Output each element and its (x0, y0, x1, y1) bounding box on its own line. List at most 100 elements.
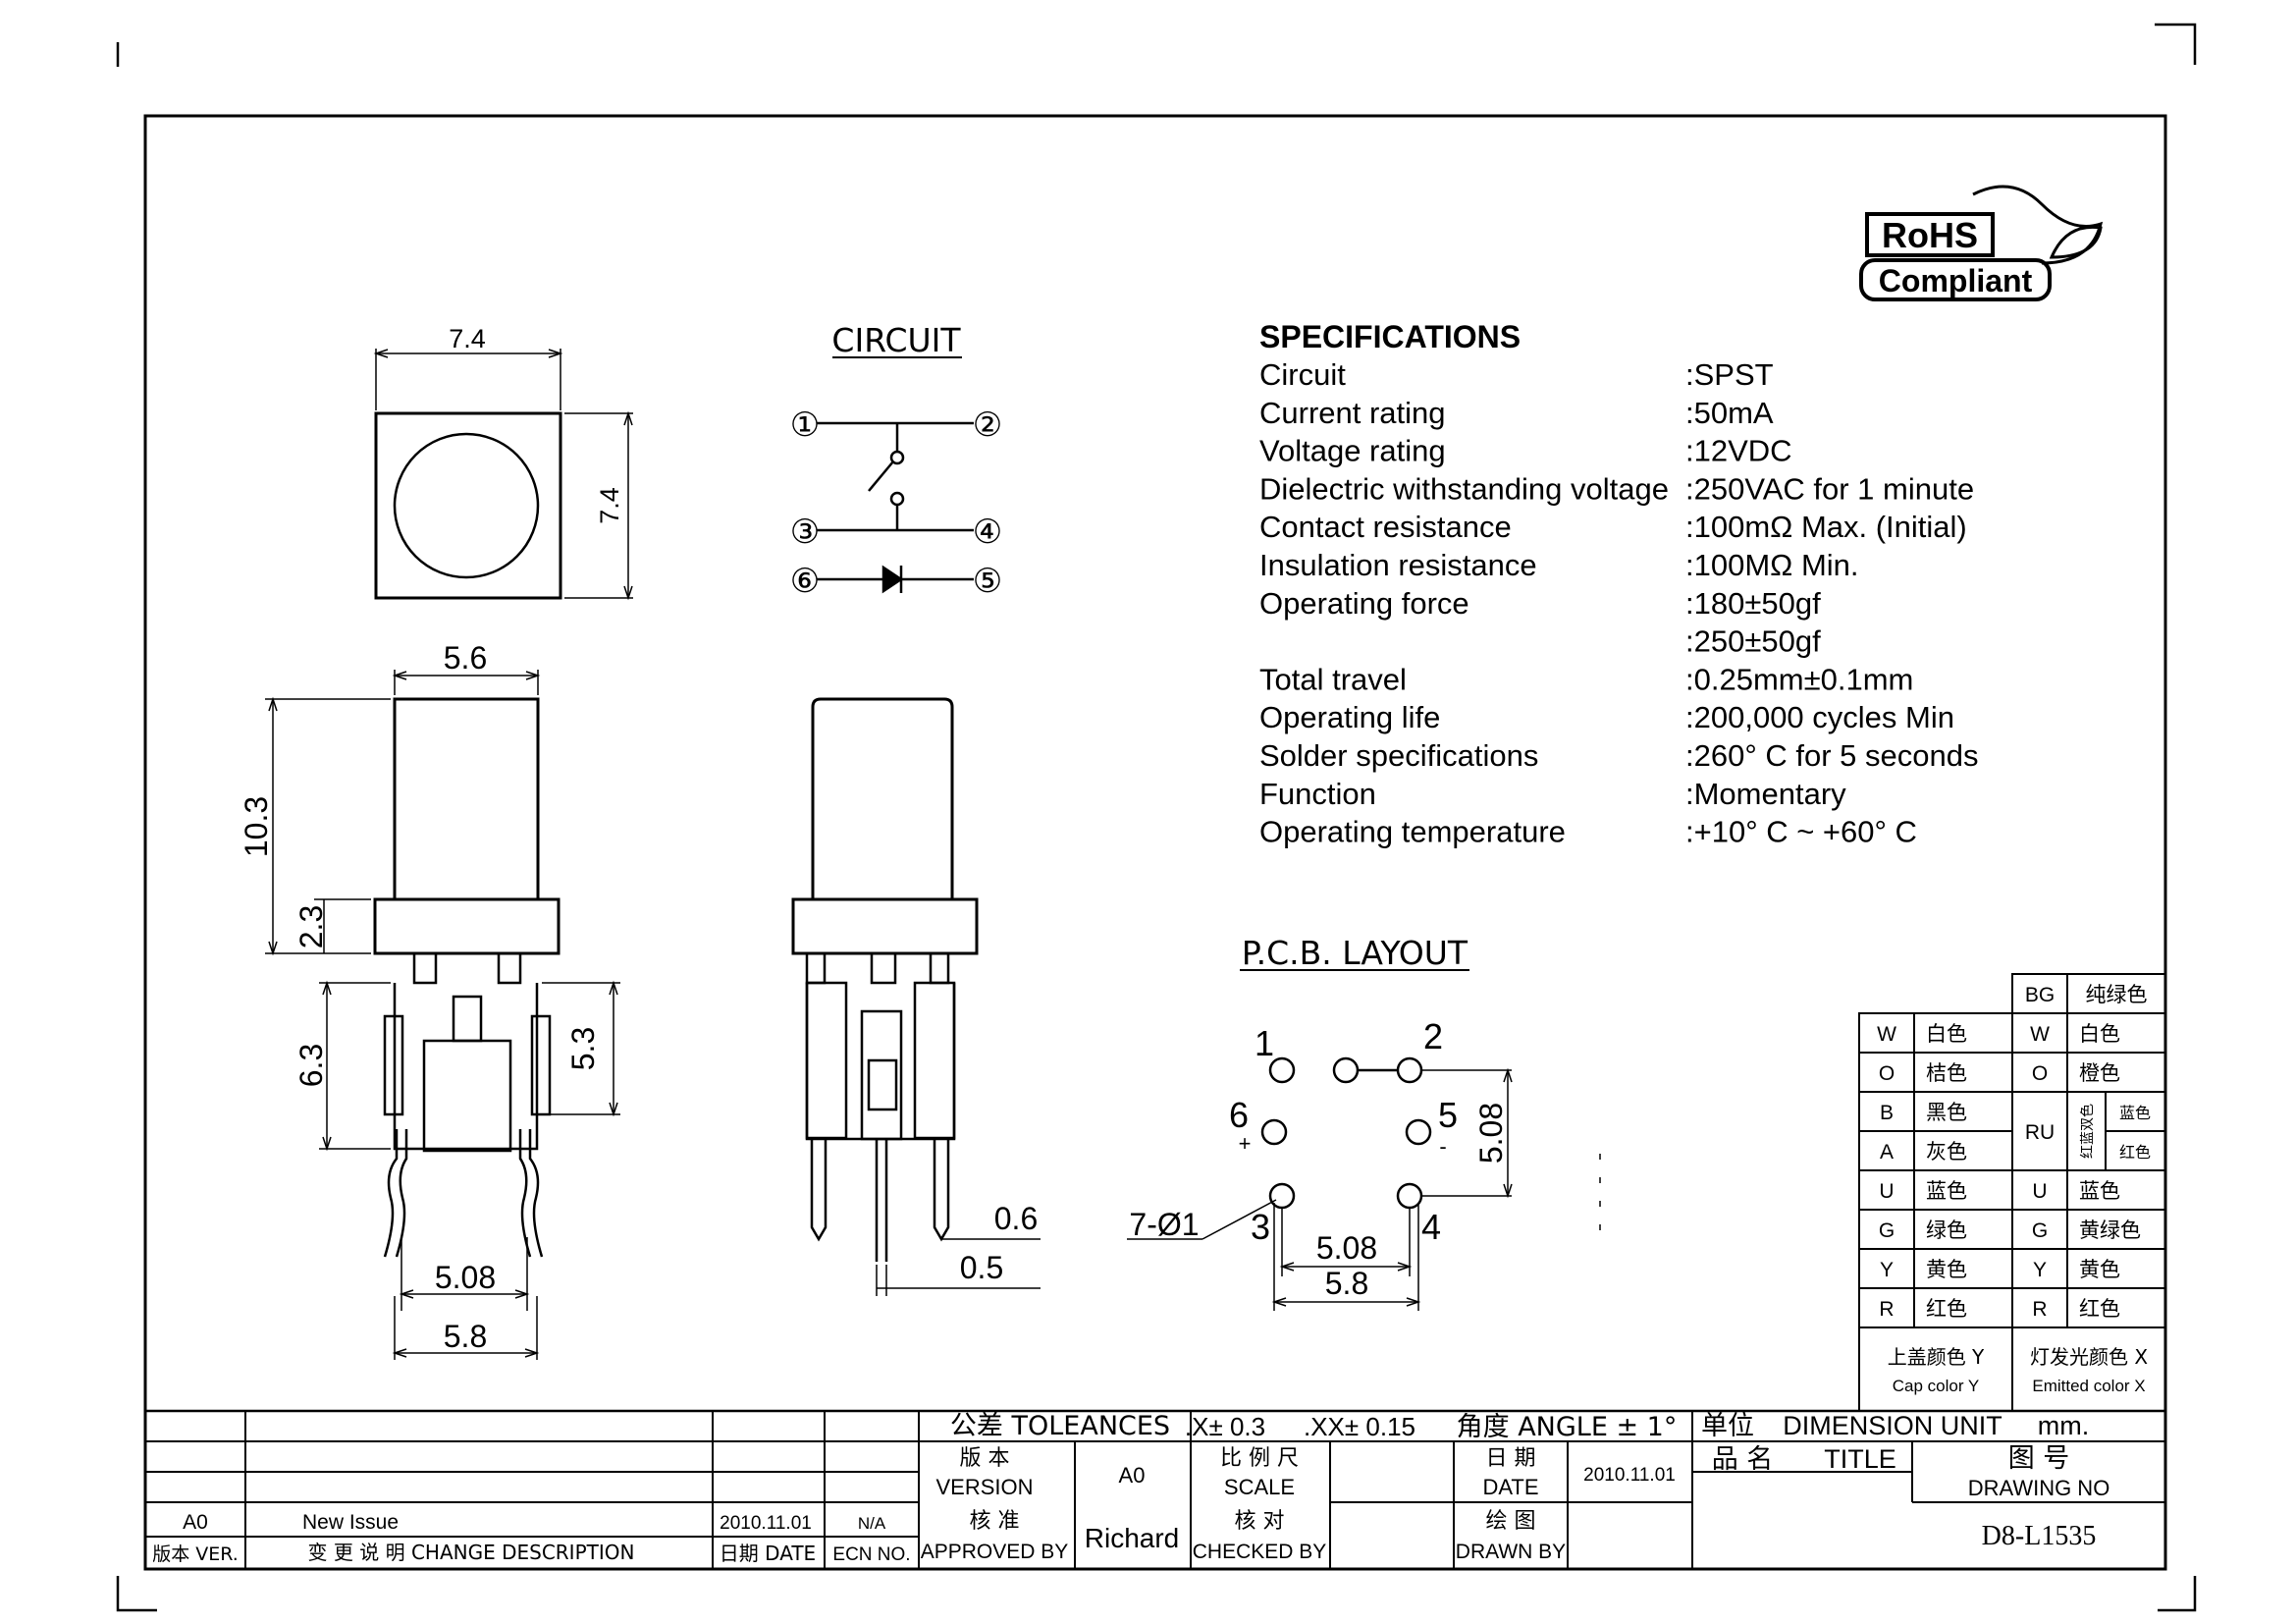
dim-front-pitch: 5.08 (435, 1260, 496, 1295)
unit-value: mm. (2038, 1411, 2089, 1440)
spec-value: :Momentary (1685, 777, 1846, 811)
side-view (791, 697, 1041, 1296)
dim-side-pin2: 0.5 (960, 1250, 1003, 1285)
spec-value: :SPST (1685, 357, 1774, 392)
spec-label: Voltage rating (1259, 434, 1446, 468)
title-block-lines (145, 1409, 2165, 1569)
circuit-pin-6: ⑥ (790, 562, 820, 601)
color-name: 纯绿色 (2086, 983, 2148, 1006)
pcb-dim-vertical: 5.08 (1473, 1103, 1509, 1164)
pcb-pin-2: 2 (1423, 1016, 1443, 1056)
spec-label: Operating force (1259, 586, 1469, 621)
circuit-heading: CIRCUIT (831, 321, 961, 359)
scale-en: SCALE (1224, 1475, 1295, 1499)
checked-en: CHECKED BY (1193, 1541, 1327, 1563)
spec-value: :+10° C ~ +60° C (1685, 815, 1917, 849)
pcb-dim-outer: 5.8 (1325, 1266, 1368, 1301)
rev-ecn: N/A (858, 1514, 886, 1533)
version-en: VERSION (935, 1475, 1033, 1499)
pcb-plus: + (1239, 1131, 1252, 1156)
spec-label: Contact resistance (1259, 510, 1512, 544)
corner-marks (116, 23, 2197, 1612)
header-date: 日期 DATE (720, 1542, 816, 1565)
emitted-color-en: Emitted color X (2032, 1377, 2145, 1395)
scale-cn: 比 例 尺 (1220, 1446, 1299, 1471)
spec-value: :260° C for 5 seconds (1685, 738, 1978, 773)
color-name: 橙色 (2079, 1061, 2120, 1085)
color-code: U (2032, 1180, 2047, 1203)
angle-tolerance: 角度 ANGLE ± 1° (1457, 1412, 1678, 1442)
rohs-logo: RoHS Compliant (1859, 185, 2104, 301)
color-name: 灰色 (1926, 1140, 1967, 1164)
dim-front-height: 10.3 (239, 796, 274, 857)
color-name: 黄色 (2079, 1258, 2120, 1281)
dim-side-pin1: 0.6 (994, 1201, 1038, 1236)
version-value: A0 (1119, 1463, 1146, 1488)
approved-en: APPROVED BY (921, 1541, 1069, 1563)
color-name: 蓝色 (1926, 1179, 1967, 1203)
title-en: TITLE (1824, 1444, 1896, 1474)
color-name: 黄绿色 (2079, 1218, 2141, 1242)
svg-text:RoHS: RoHS (1882, 215, 1978, 255)
spec-value: :200,000 cycles Min (1685, 700, 1954, 734)
rev-description: New Issue (302, 1511, 399, 1534)
front-view (265, 670, 620, 1360)
color-name: 蓝色 (2079, 1179, 2120, 1203)
color-code: R (1879, 1298, 1894, 1321)
spec-value: :100MΩ Min. (1685, 548, 1859, 582)
pcb-pin-3: 3 (1251, 1207, 1270, 1247)
dim-top-height: 7.4 (595, 487, 624, 524)
tolerance-label: 公差 TOLEANCES (950, 1411, 1170, 1441)
pcb-heading: P.C.B. LAYOUT (1242, 934, 1468, 972)
color-code: W (2030, 1023, 2050, 1046)
pcb-pin-4: 4 (1421, 1207, 1441, 1247)
color-name: 桔色 (1926, 1061, 1967, 1085)
color-name: 白色 (2079, 1022, 2120, 1046)
title-block-text: 公差 TOLEANCES .X± 0.3 .XX± 0.15 角度 ANGLE … (152, 1411, 2109, 1565)
spec-label: Function (1259, 777, 1376, 811)
sheet-border (143, 114, 2167, 1571)
color-code: B (1880, 1102, 1894, 1124)
pcb-pin-6: 6 (1229, 1095, 1249, 1135)
color-code: O (2032, 1062, 2048, 1085)
date-value: 2010.11.01 (1583, 1465, 1676, 1486)
color-name: 蓝色 (2119, 1104, 2151, 1122)
tolerance-xx: .XX± 0.15 (1304, 1412, 1415, 1441)
spec-label: Operating temperature (1259, 815, 1566, 849)
spec-label: Current rating (1259, 396, 1446, 430)
spec-label: Dielectric withstanding voltage (1259, 471, 1669, 506)
dim-front-outer: 5.8 (444, 1319, 487, 1354)
dim-top-width: 7.4 (449, 324, 486, 353)
checked-cn: 核 对 (1235, 1509, 1285, 1534)
circuit-schematic (817, 421, 974, 594)
color-name: 绿色 (1926, 1218, 1967, 1242)
pcb-layout (1127, 1056, 1601, 1311)
spec-value: :50mA (1685, 396, 1774, 430)
approved-cn: 核 准 (970, 1509, 1020, 1534)
color-name: 红色 (2079, 1297, 2120, 1321)
pcb-hole-note: 7-Ø1 (1129, 1207, 1199, 1242)
header-description: 变 更 说 明 CHANGE DESCRIPTION (308, 1541, 635, 1564)
dim-front-width: 5.6 (444, 640, 487, 676)
top-view (373, 349, 633, 601)
pcb-pin-5: 5 (1438, 1095, 1458, 1135)
drawn-cn: 绘 图 (1486, 1509, 1536, 1534)
dim-front-inner: 5.3 (565, 1027, 601, 1070)
spec-value: :0.25mm±0.1mm (1685, 662, 1913, 696)
color-name: 黄色 (1926, 1258, 1967, 1281)
spec-value: :100mΩ Max. (Initial) (1685, 510, 1967, 544)
color-code: W (1877, 1023, 1896, 1046)
color-code: G (2032, 1219, 2048, 1242)
spec-value: :250±50gf (1685, 624, 1821, 659)
dim-front-lower: 6.3 (294, 1044, 329, 1087)
dim-front-base: 2.3 (294, 905, 329, 948)
version-cn: 版 本 (960, 1446, 1010, 1471)
circuit-pin-5: ⑤ (973, 562, 1002, 601)
unit-en: DIMENSION UNIT (1783, 1411, 2002, 1440)
color-code: RU (2025, 1121, 2055, 1144)
color-name-bicolor: 红蓝双色 (2079, 1104, 2096, 1159)
spec-label: Insulation resistance (1259, 548, 1537, 582)
color-code: G (1879, 1219, 1895, 1242)
tolerance-x: .X± 0.3 (1185, 1412, 1265, 1441)
